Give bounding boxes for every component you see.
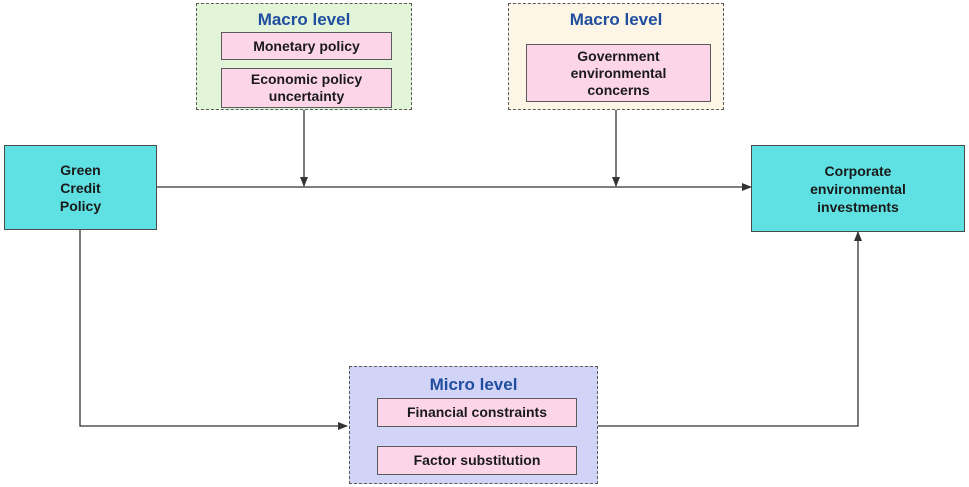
group-macro-left-title: Macro level [257, 10, 351, 29]
node-corporate-investments: Corporate environmental investments [751, 145, 965, 232]
group-micro: Micro level Financial constraints Factor… [349, 366, 598, 484]
group-macro-right: Macro level Government environmental con… [508, 3, 724, 110]
group-macro-left: Macro level Monetary policy Economic pol… [196, 3, 412, 110]
node-green-credit-policy-label: Green Credit Policy [59, 161, 102, 214]
group-micro-title: Micro level [429, 375, 518, 394]
macro-left-item-monetary-policy: Monetary policy [221, 32, 392, 60]
micro-item-factor-substitution: Factor substitution [377, 446, 577, 475]
group-macro-right-title: Macro level [569, 10, 663, 29]
micro-item-financial-constraints: Financial constraints [377, 398, 577, 427]
node-corporate-investments-label: Corporate environmental investments [810, 162, 906, 215]
arrow-policy-to-micro [79, 230, 348, 430]
macro-left-item-economic-uncertainty: Economic policy uncertainty [221, 68, 392, 108]
macro-right-item-government-concerns: Government environmental concerns [526, 44, 711, 102]
arrow-micro-to-investments [598, 231, 862, 427]
node-green-credit-policy: Green Credit Policy [4, 145, 157, 230]
